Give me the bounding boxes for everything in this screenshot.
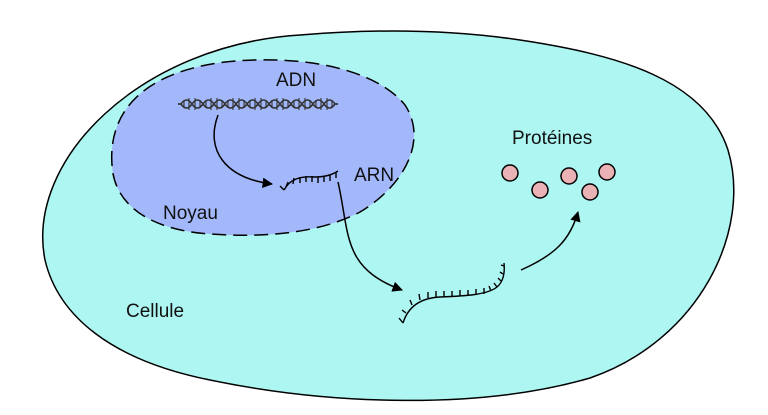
label-rna: ARN [354,165,394,186]
translation-arrow [520,210,581,271]
protein-dot [598,163,616,181]
transcription-arrow [213,114,274,189]
protein-dot [560,167,578,185]
rna-strand-cytoplasm-icon [398,262,505,324]
label-nucleus: Noyau [163,203,218,224]
label-dna: ADN [276,70,316,91]
nucleus [111,59,415,236]
protein-dot [531,181,549,199]
protein-group [501,163,616,201]
rna-strand-nucleus-icon [279,170,339,191]
label-proteins: Protéines [512,128,592,149]
protein-dot [581,183,599,201]
export-arrow [337,181,403,292]
label-cell: Cellule [126,301,184,322]
dna-helix-icon [178,98,338,110]
protein-dot [501,164,519,182]
